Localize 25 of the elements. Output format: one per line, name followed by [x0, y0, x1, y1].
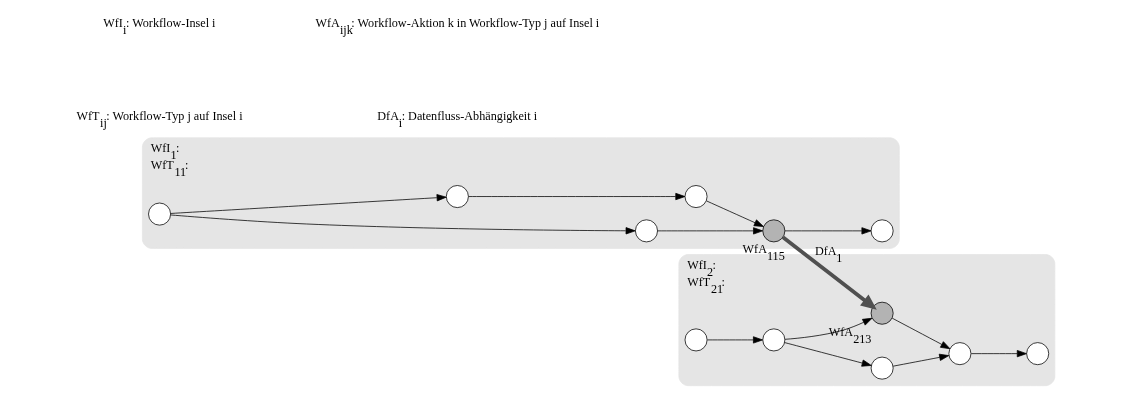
- arrow: [781, 235, 877, 310]
- arrow: [170, 214, 636, 235]
- node-circle: [445, 185, 469, 208]
- arrow: [707, 336, 763, 344]
- node-circle: [870, 356, 894, 380]
- node-circle: [948, 342, 972, 366]
- node-circle: [870, 301, 894, 325]
- node-circle: [684, 185, 708, 208]
- node-circle: [762, 328, 786, 352]
- node-circle: [635, 219, 658, 243]
- arrow: [784, 342, 872, 367]
- arrow: [891, 317, 951, 350]
- arrow: [784, 317, 873, 340]
- arrow: [706, 200, 764, 227]
- arrow: [784, 227, 872, 235]
- arrow: [170, 194, 447, 214]
- arrow: [892, 353, 950, 367]
- node-circle: [1026, 342, 1050, 366]
- node-circle: [762, 219, 786, 243]
- node-circle: [684, 328, 708, 352]
- arrow: [468, 192, 686, 201]
- node-circle: [870, 219, 894, 243]
- arrow: [657, 227, 763, 235]
- node-circle: [148, 202, 171, 226]
- arrow: [970, 350, 1027, 358]
